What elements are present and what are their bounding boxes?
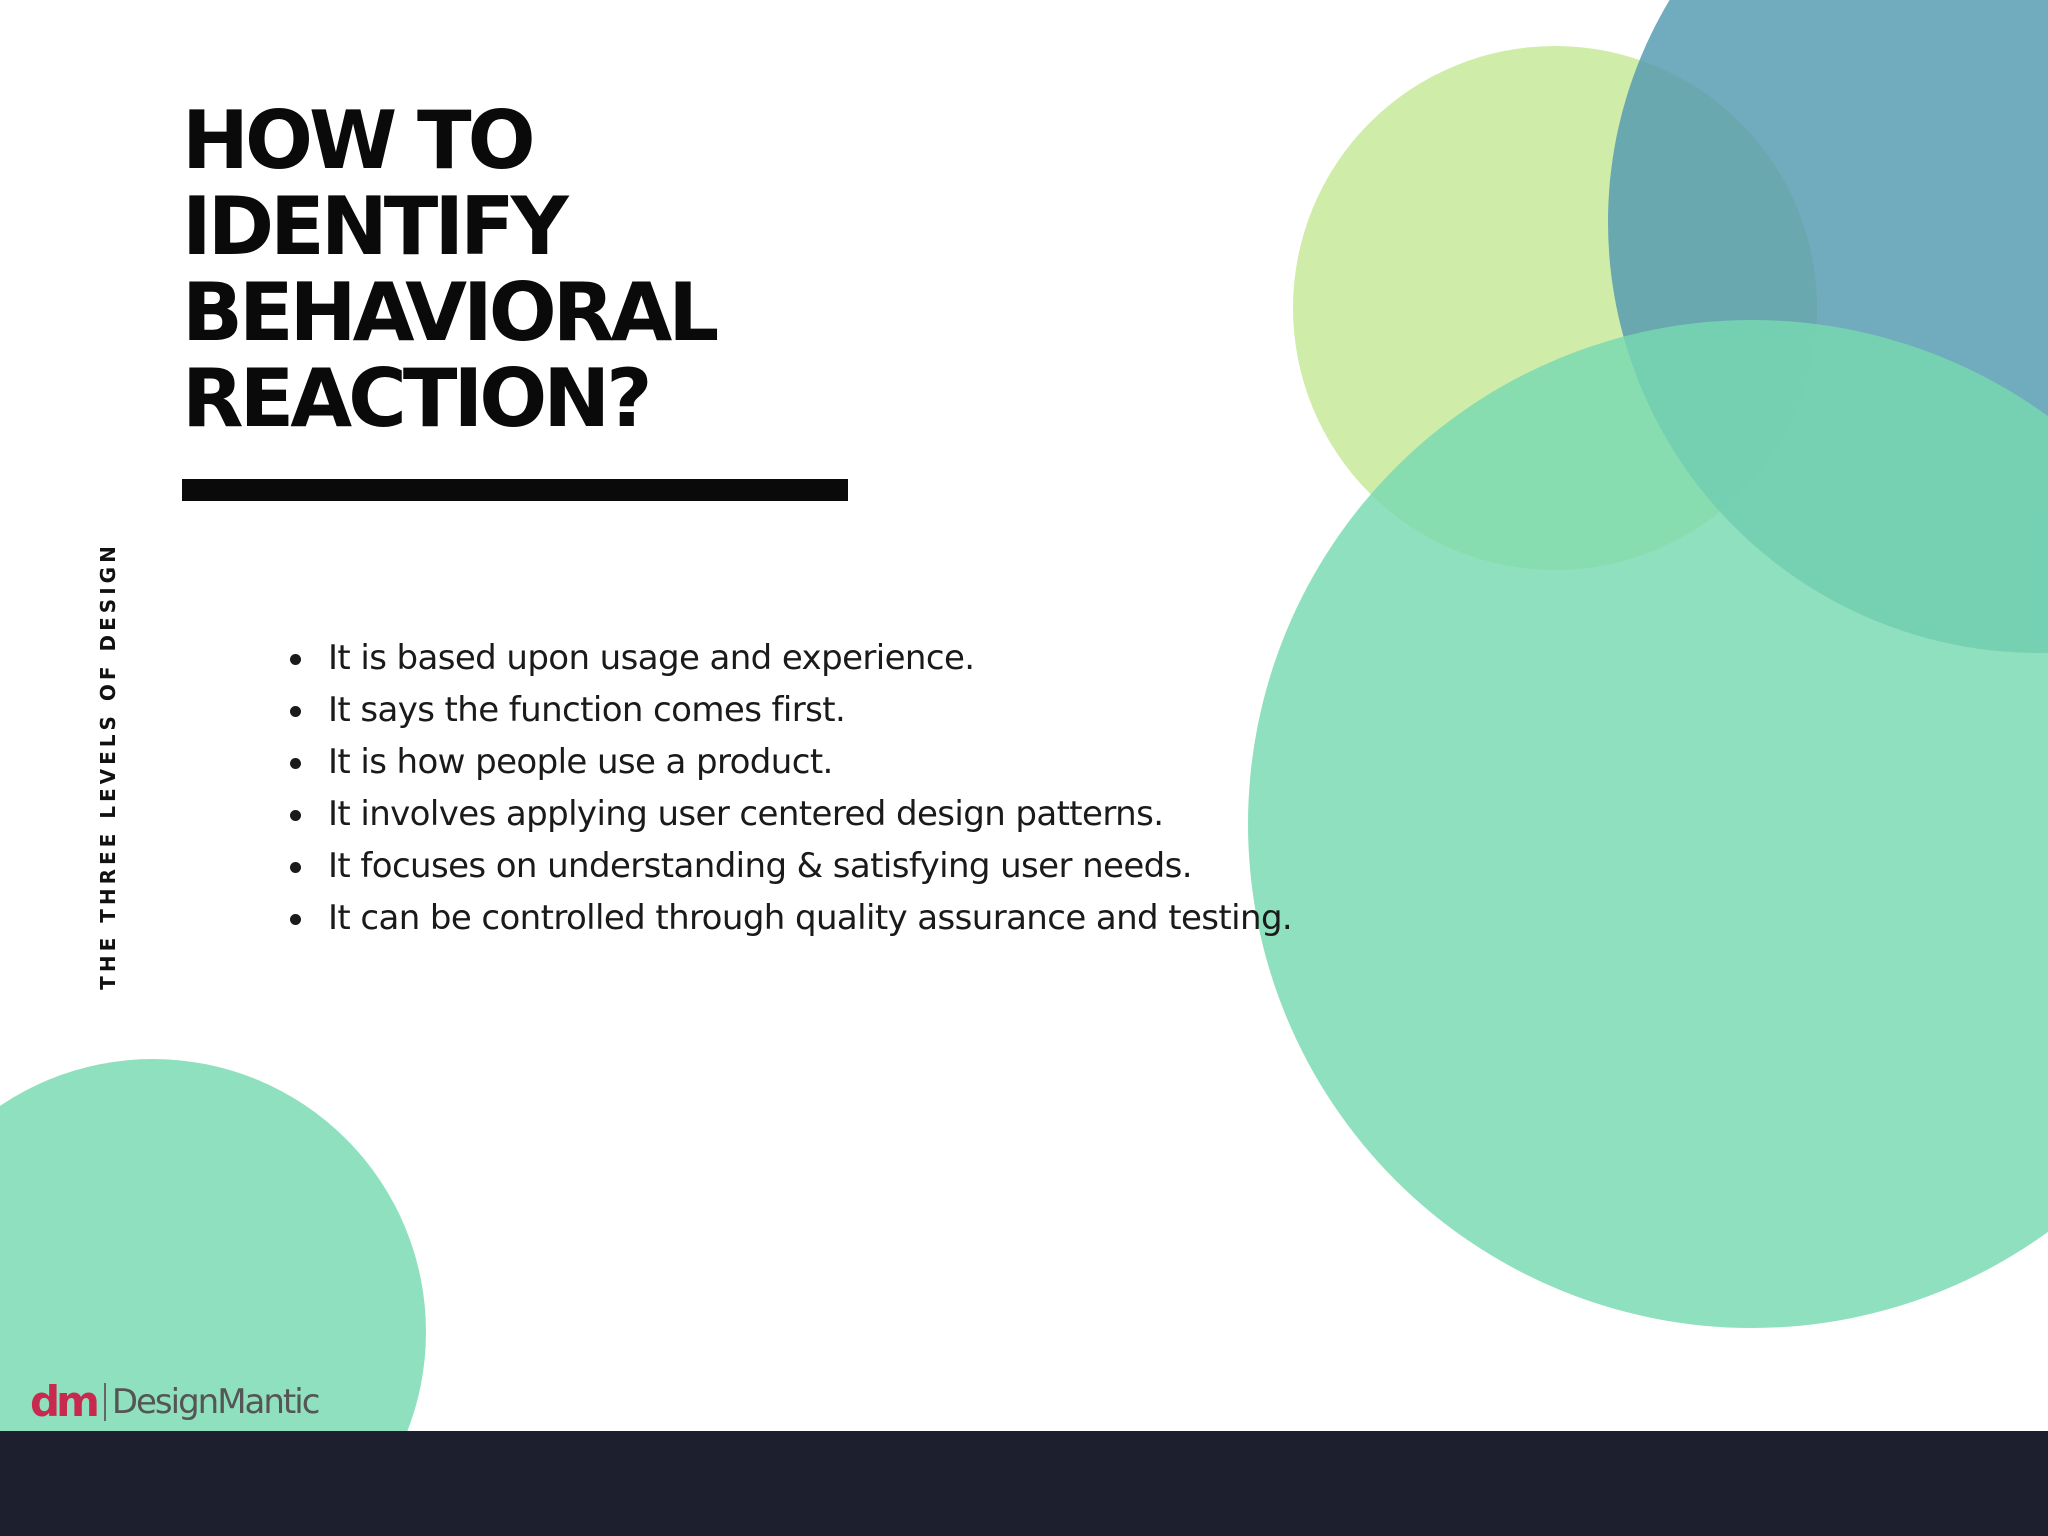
bullet-text: It says the function comes first. xyxy=(328,690,846,730)
bullet-dot-icon xyxy=(290,810,301,821)
bullet-dot-icon xyxy=(290,758,301,769)
bullet-item: It can be controlled through quality ass… xyxy=(284,892,1293,944)
logo-wordmark: DesignMantic xyxy=(111,1382,321,1422)
title-line: IDENTIFY xyxy=(182,180,569,273)
side-label: THE THREE LEVELS OF DESIGN xyxy=(96,542,120,990)
mint-circle-decoration xyxy=(1248,320,2048,1328)
logo-mark: dm xyxy=(30,1377,100,1426)
designmantic-logo: dm DesignMantic xyxy=(30,1377,321,1426)
bullet-text: It can be controlled through quality ass… xyxy=(328,898,1293,938)
title-underline-rule xyxy=(182,479,848,501)
bullet-text: It focuses on understanding & satisfying… xyxy=(328,846,1193,886)
bullet-text: It is based upon usage and experience. xyxy=(328,638,975,678)
slide-title: HOW TO IDENTIFY BEHAVIORAL REACTION? xyxy=(182,94,719,445)
bullet-item: It says the function comes first. xyxy=(284,684,1292,736)
bullet-item: It is based upon usage and experience. xyxy=(284,632,1292,684)
bullet-dot-icon xyxy=(290,654,301,665)
title-line: BEHAVIORAL xyxy=(182,266,719,359)
bullet-dot-icon xyxy=(290,914,301,925)
title-line: HOW TO xyxy=(182,94,536,187)
bullet-dot-icon xyxy=(290,862,301,873)
bullet-item: It involves applying user centered desig… xyxy=(284,788,1292,840)
bullet-dot-icon xyxy=(290,706,301,717)
bullet-item: It is how people use a product. xyxy=(284,736,1292,788)
title-line: REACTION? xyxy=(182,352,653,445)
logo-separator xyxy=(103,1383,106,1421)
bullet-text: It involves applying user centered desig… xyxy=(328,794,1164,834)
footer-bar xyxy=(0,1431,2048,1536)
bullet-text: It is how people use a product. xyxy=(328,742,833,782)
bullet-item: It focuses on understanding & satisfying… xyxy=(284,840,1292,892)
bullet-list: It is based upon usage and experience. I… xyxy=(284,632,1293,944)
